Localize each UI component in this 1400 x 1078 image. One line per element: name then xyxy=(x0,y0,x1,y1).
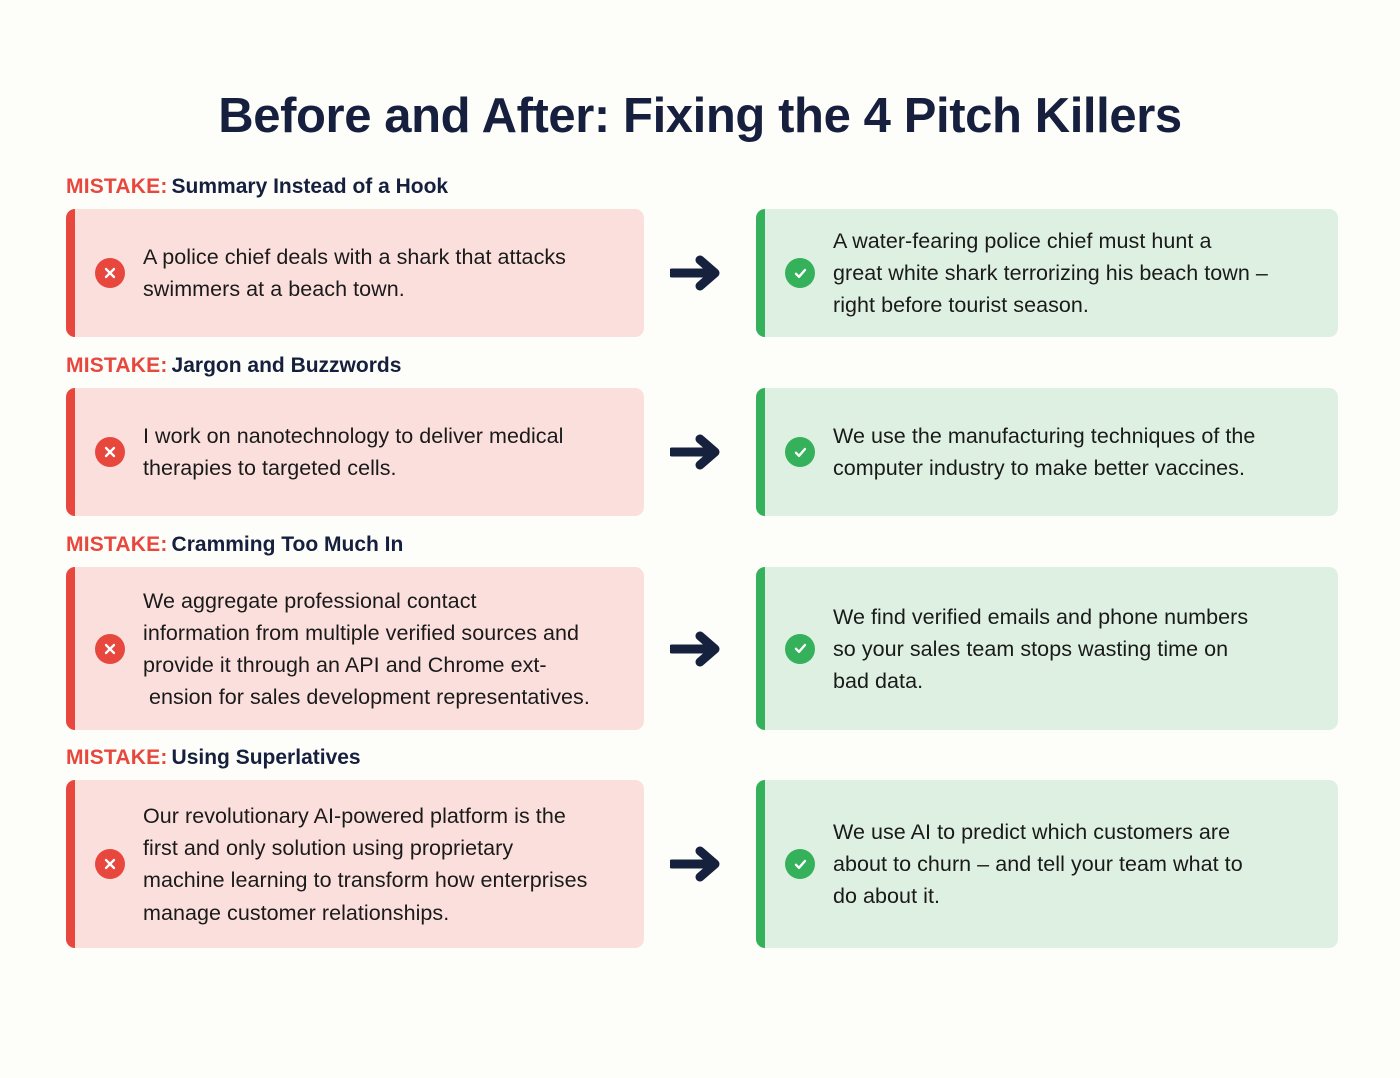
circle-x-icon xyxy=(95,849,125,880)
after-accent-bar xyxy=(756,780,765,949)
text-line: machine learning to transform how enterp… xyxy=(143,868,588,893)
text-line: manage customer relationships. xyxy=(143,900,450,925)
arrow-cell xyxy=(644,567,756,730)
arrow-right-icon xyxy=(670,846,720,882)
mistake-topic: Using Superlatives xyxy=(171,746,361,770)
comparison-row: MISTAKE:Summary Instead of a Hook A poli… xyxy=(66,175,1338,338)
text-line: great white shark terrorizing his beach … xyxy=(833,261,1268,286)
arrow-right-icon xyxy=(670,434,720,470)
text-line: therapies to targeted cells. xyxy=(143,456,397,481)
text-line: swimmers at a beach town. xyxy=(143,277,405,302)
before-accent-bar xyxy=(66,388,75,517)
text-line: so your sales team stops wasting time on xyxy=(833,636,1229,661)
before-text: A police chief deals with a shark that a… xyxy=(143,241,566,305)
arrow-cell xyxy=(644,209,756,337)
before-card: We aggregate professional contact inform… xyxy=(66,567,644,731)
text-line: do about it. xyxy=(833,884,940,909)
text-line: ension for sales development representat… xyxy=(143,684,590,709)
text-line: We find verified emails and phone number… xyxy=(833,604,1249,629)
text-line: We use the manufacturing techniques of t… xyxy=(833,424,1256,449)
infographic-page: Before and After: Fixing the 4 Pitch Kil… xyxy=(0,33,1400,1078)
text-line: right before tourist season. xyxy=(833,293,1089,318)
mistake-topic: Summary Instead of a Hook xyxy=(171,175,449,199)
before-text: I work on nanotechnology to deliver medi… xyxy=(143,420,563,484)
before-accent-bar xyxy=(66,209,75,338)
text-line: We use AI to predict which customers are xyxy=(833,820,1231,845)
before-accent-bar xyxy=(66,567,75,731)
after-card: We use AI to predict which customers are… xyxy=(756,780,1338,949)
text-line: A water-fearing police chief must hunt a xyxy=(833,229,1212,254)
circle-x-icon xyxy=(95,437,125,468)
arrow-right-icon xyxy=(670,631,720,667)
before-card: I work on nanotechnology to deliver medi… xyxy=(66,388,644,517)
text-line: information from multiple verified sourc… xyxy=(143,620,580,645)
circle-check-icon xyxy=(785,258,815,289)
after-text: We find verified emails and phone number… xyxy=(833,601,1248,697)
before-card: A police chief deals with a shark that a… xyxy=(66,209,644,338)
before-after-pair: We aggregate professional contact inform… xyxy=(66,567,1338,731)
circle-check-icon xyxy=(785,849,815,880)
text-line: bad data. xyxy=(833,668,924,693)
mistake-label: MISTAKE:Using Superlatives xyxy=(66,746,1338,769)
mistake-prefix: MISTAKE: xyxy=(66,533,168,557)
text-line: We aggregate professional contact xyxy=(143,588,477,613)
page-title: Before and After: Fixing the 4 Pitch Kil… xyxy=(218,88,1182,143)
before-after-pair: A police chief deals with a shark that a… xyxy=(66,209,1338,338)
after-accent-bar xyxy=(756,209,765,338)
after-accent-bar xyxy=(756,567,765,731)
mistake-label: MISTAKE:Jargon and Buzzwords xyxy=(66,354,1338,377)
circle-x-icon xyxy=(95,258,125,289)
mistake-topic: Jargon and Buzzwords xyxy=(171,354,402,378)
text-line: A police chief deals with a shark that a… xyxy=(143,245,566,270)
mistake-prefix: MISTAKE: xyxy=(66,354,168,378)
mistake-prefix: MISTAKE: xyxy=(66,746,168,770)
after-text: We use the manufacturing techniques of t… xyxy=(833,420,1255,484)
arrow-cell xyxy=(644,388,756,516)
before-text: We aggregate professional contact inform… xyxy=(143,585,590,713)
mistake-topic: Cramming Too Much In xyxy=(171,533,404,557)
after-card: We use the manufacturing techniques of t… xyxy=(756,388,1338,517)
mistake-label: MISTAKE:Cramming Too Much In xyxy=(66,533,1338,556)
after-card: A water-fearing police chief must hunt a… xyxy=(756,209,1338,338)
comparison-row: MISTAKE:Using Superlatives Our revolutio… xyxy=(66,746,1338,949)
mistake-prefix: MISTAKE: xyxy=(66,175,168,199)
text-line: about to churn – and tell your team what… xyxy=(833,852,1243,877)
circle-x-icon xyxy=(95,633,125,664)
circle-check-icon xyxy=(785,633,815,664)
comparison-row: MISTAKE:Cramming Too Much In We aggregat… xyxy=(66,533,1338,731)
text-line: computer industry to make better vaccine… xyxy=(833,456,1245,481)
after-text: A water-fearing police chief must hunt a… xyxy=(833,225,1268,321)
text-line: Our revolutionary AI-powered platform is… xyxy=(143,804,566,829)
before-accent-bar xyxy=(66,780,75,949)
after-accent-bar xyxy=(756,388,765,517)
before-text: Our revolutionary AI-powered platform is… xyxy=(143,800,587,928)
arrow-right-icon xyxy=(670,255,720,291)
after-card: We find verified emails and phone number… xyxy=(756,567,1338,731)
mistake-label: MISTAKE:Summary Instead of a Hook xyxy=(66,175,1338,198)
arrow-cell xyxy=(644,780,756,948)
text-line: provide it through an API and Chrome ext… xyxy=(143,652,547,677)
comparison-rows: MISTAKE:Summary Instead of a Hook A poli… xyxy=(0,175,1400,949)
after-text: We use AI to predict which customers are… xyxy=(833,816,1243,912)
before-card: Our revolutionary AI-powered platform is… xyxy=(66,780,644,949)
circle-check-icon xyxy=(785,437,815,468)
text-line: I work on nanotechnology to deliver medi… xyxy=(143,424,564,449)
before-after-pair: Our revolutionary AI-powered platform is… xyxy=(66,780,1338,949)
before-after-pair: I work on nanotechnology to deliver medi… xyxy=(66,388,1338,517)
text-line: first and only solution using proprietar… xyxy=(143,836,514,861)
comparison-row: MISTAKE:Jargon and Buzzwords I work on n… xyxy=(66,354,1338,517)
